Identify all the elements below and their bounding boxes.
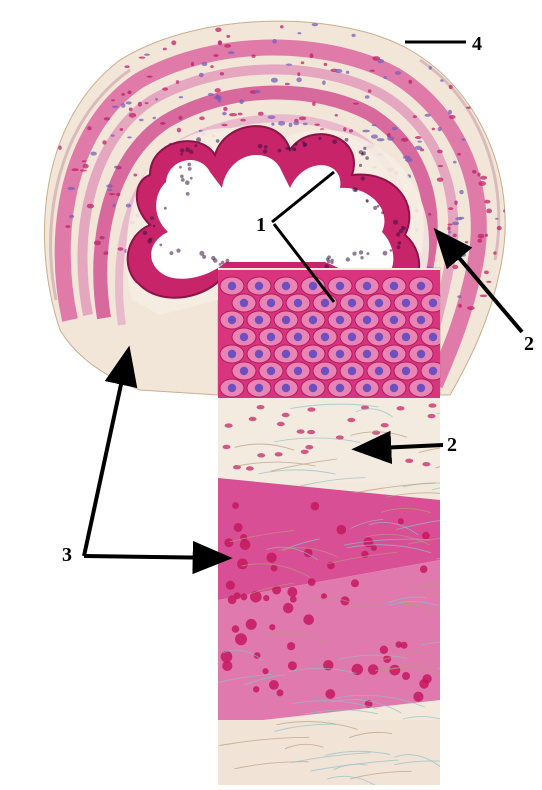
adventitia-layer <box>218 720 440 785</box>
label-1: 1 <box>256 214 266 236</box>
label-3: 3 <box>62 544 72 566</box>
label-4: 4 <box>472 33 482 55</box>
label-2a: 2 <box>524 333 534 355</box>
label-2b: 2 <box>447 434 457 456</box>
arrow-pointer-icon-3b <box>84 556 226 558</box>
arrow-pointer-icon-3a <box>84 352 128 556</box>
